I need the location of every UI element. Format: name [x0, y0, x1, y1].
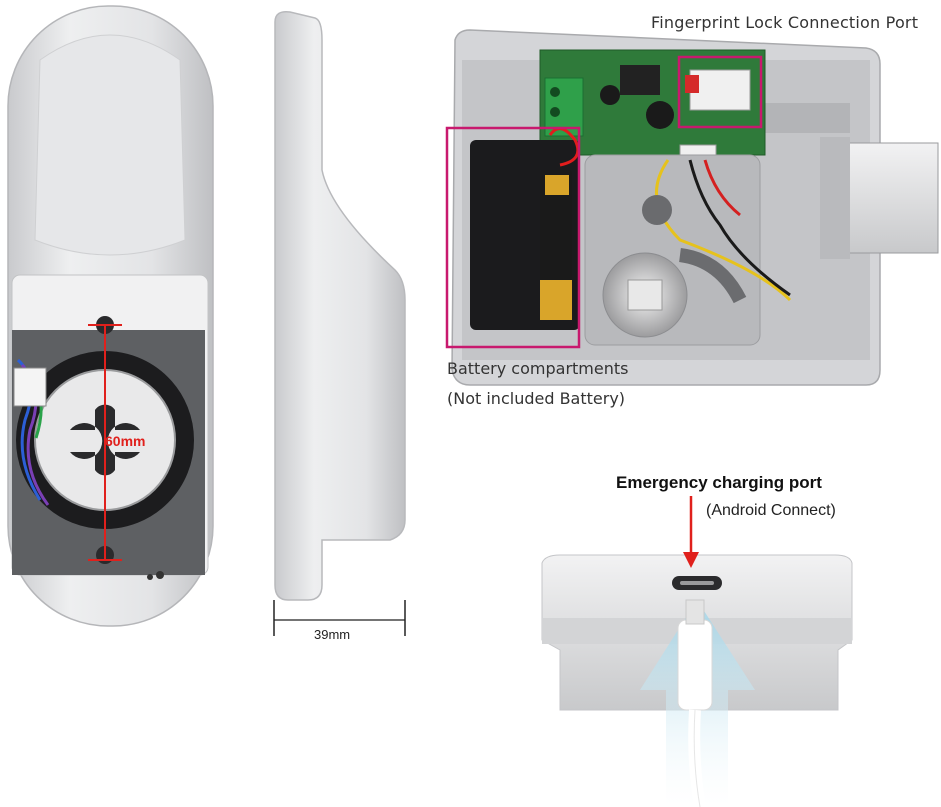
lock-front-view — [7, 5, 214, 627]
lock-side-view — [273, 10, 406, 636]
depth-dimension-label: 39mm — [314, 627, 351, 642]
emergency-port-subtitle: (Android Connect) — [706, 502, 836, 519]
emergency-port-title: Emergency charging port — [616, 473, 822, 492]
battery-compartment-label: Battery compartments — [447, 359, 629, 378]
lock-interior-view — [445, 29, 939, 386]
hole-spacing-label: 60mm — [105, 433, 146, 449]
charging-port-view — [541, 496, 853, 807]
fingerprint-port-label: Fingerprint Lock Connection Port — [651, 13, 919, 32]
battery-note-label: (Not included Battery) — [447, 389, 626, 408]
